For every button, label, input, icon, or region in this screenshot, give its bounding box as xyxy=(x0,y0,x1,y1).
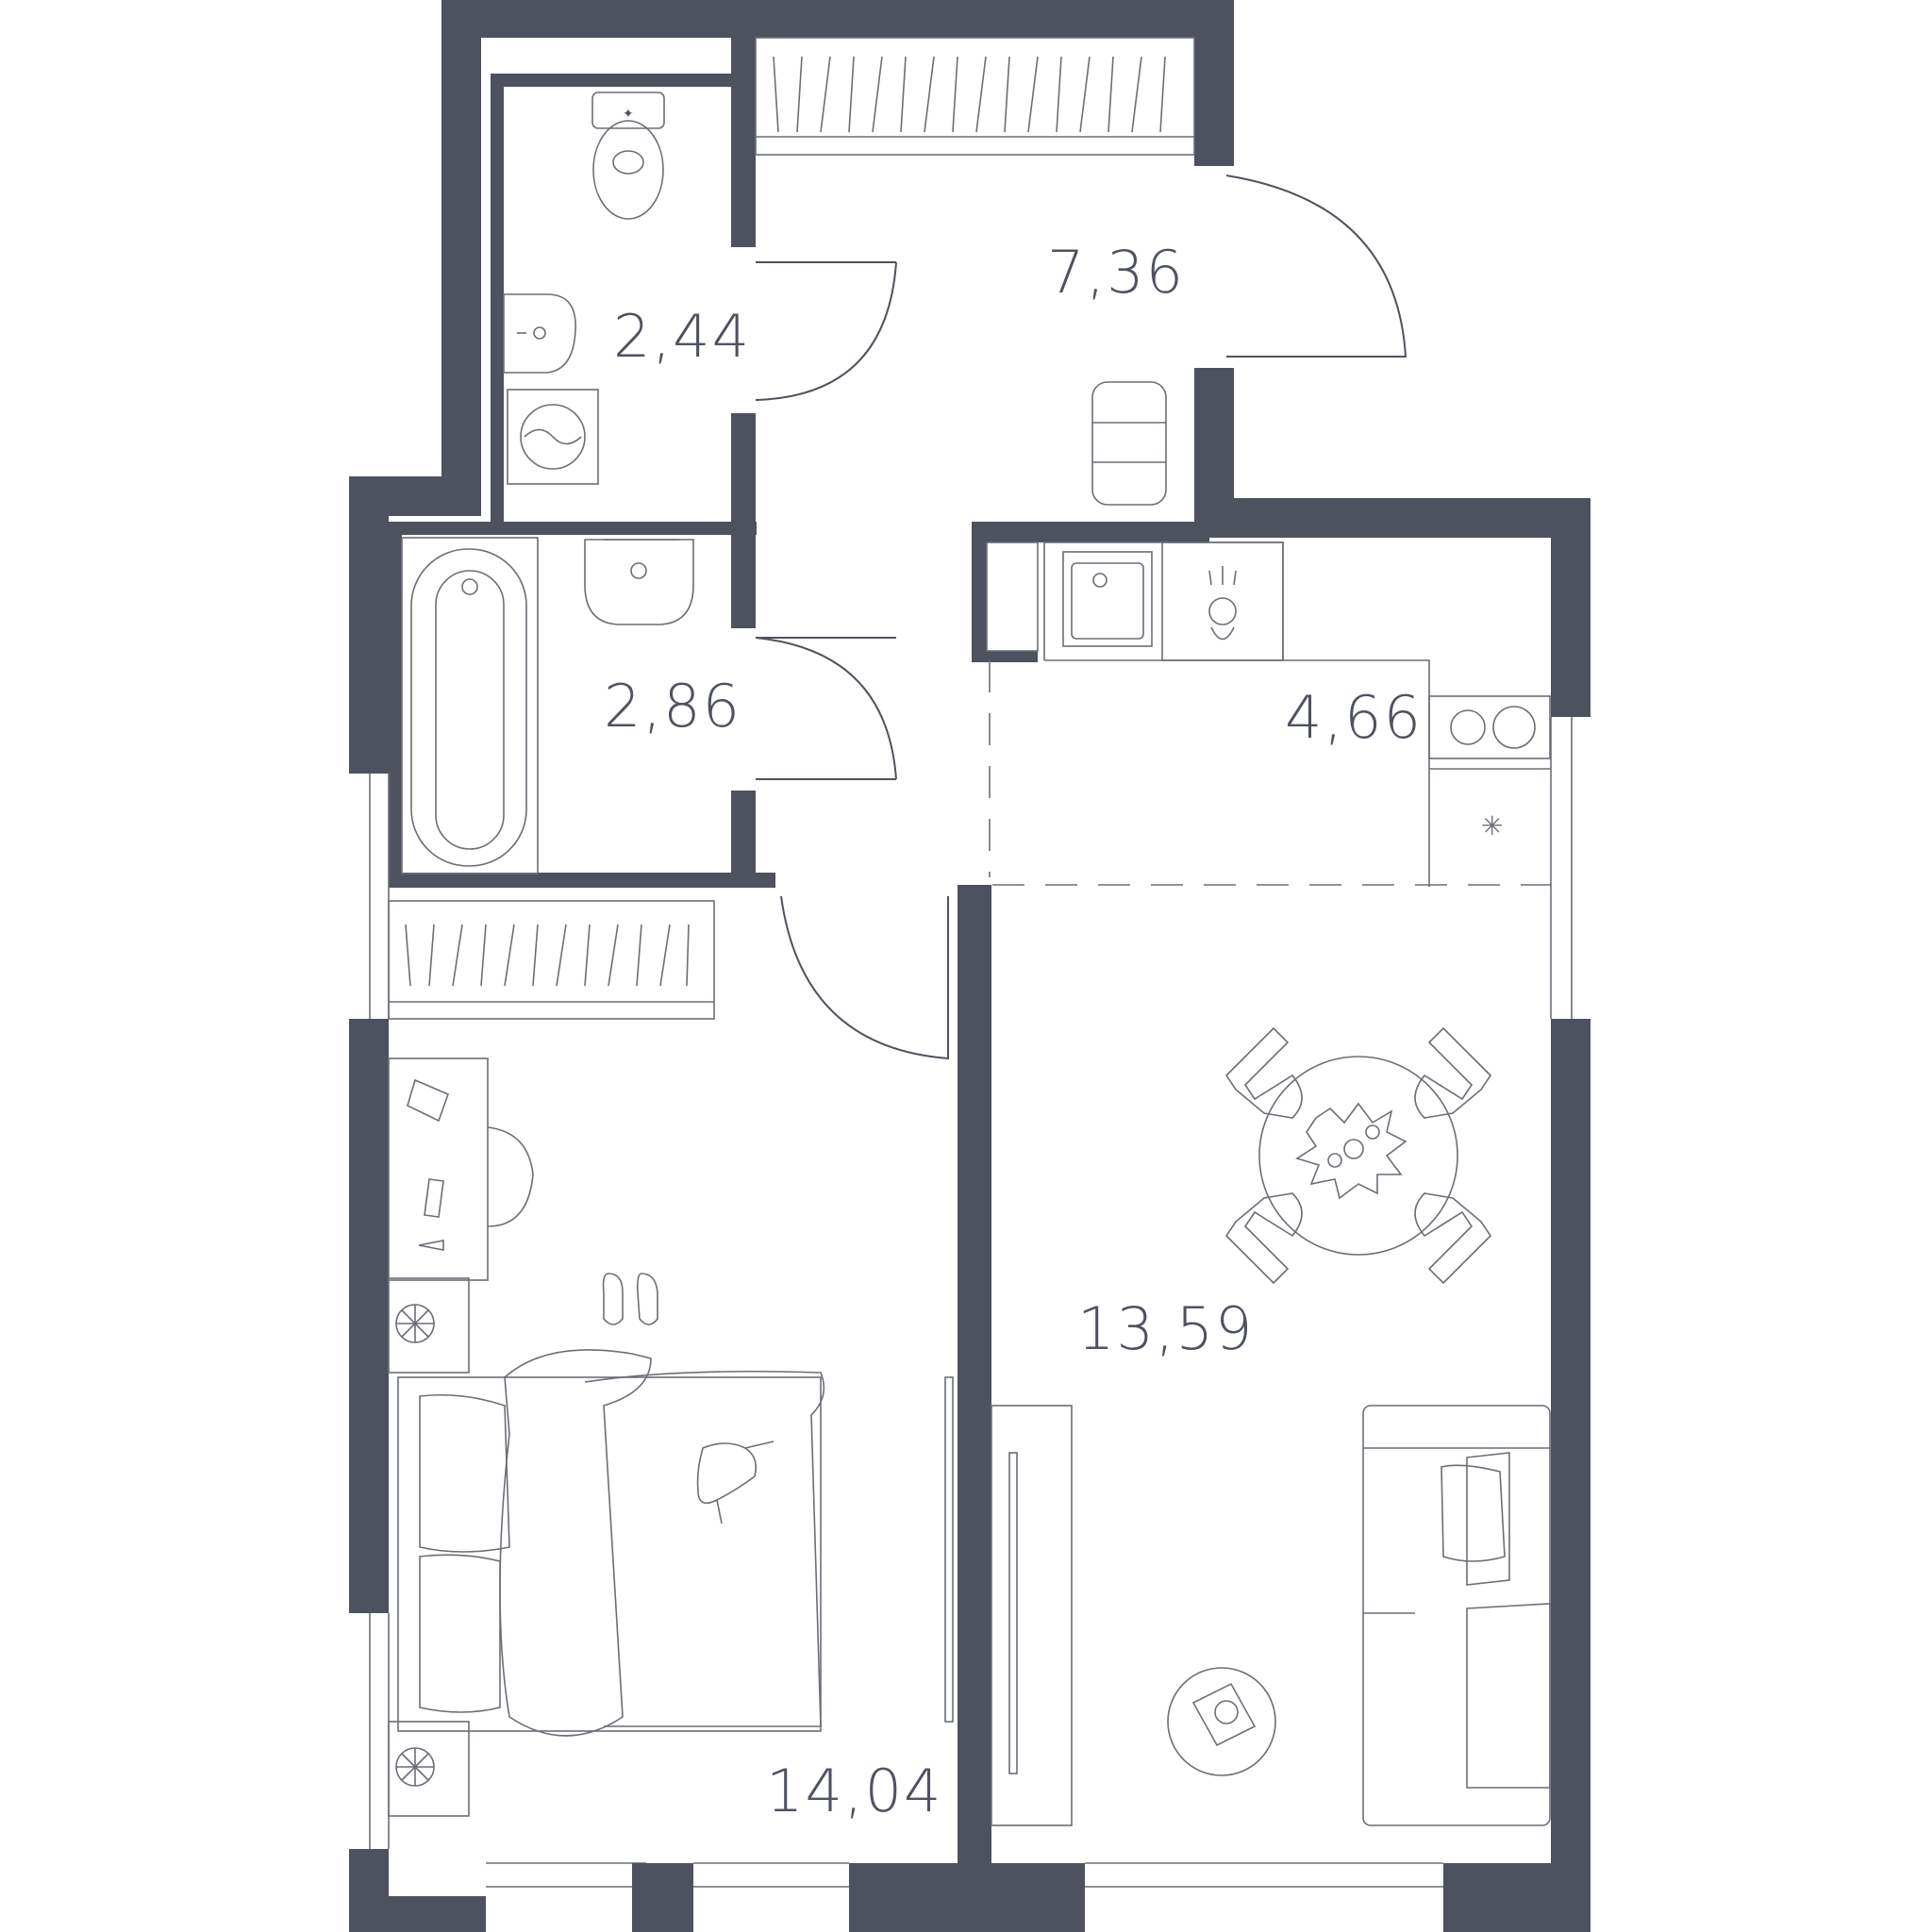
sink-icon xyxy=(584,539,694,625)
faucet-icon xyxy=(1161,541,1284,661)
windows xyxy=(369,717,1591,1932)
mirror-icon xyxy=(944,1376,954,1723)
chair-icon xyxy=(1414,1192,1492,1285)
slippers-icon xyxy=(602,1273,658,1325)
area-label-bedroom: 14,04 xyxy=(766,1757,943,1825)
svg-text:✦: ✦ xyxy=(623,107,634,122)
area-label-living: 13,59 xyxy=(1077,1294,1255,1363)
tv-icon xyxy=(991,1405,1073,1826)
area-label-kitchen: 4,66 xyxy=(1285,683,1423,752)
coffee-table-icon xyxy=(1167,1667,1276,1776)
svg-text:✳: ✳ xyxy=(1481,810,1503,841)
kitchen-niche xyxy=(986,541,1039,652)
washing-machine-icon xyxy=(507,389,599,485)
chair-icon xyxy=(1414,1026,1492,1119)
toilet-icon: ✦ xyxy=(591,92,665,220)
chair-icon xyxy=(1224,1192,1303,1285)
sink-icon xyxy=(503,293,576,374)
bathtub-icon xyxy=(401,537,539,874)
wardrobe-icon xyxy=(755,37,1195,156)
kitchen-sink-icon xyxy=(1062,551,1153,647)
doors xyxy=(755,175,1407,1060)
kitchen-boundary xyxy=(989,660,1551,886)
sofa-icon xyxy=(1362,1405,1551,1826)
walls xyxy=(349,0,1591,1932)
stove-icon xyxy=(1428,695,1551,759)
area-label-bathroom: 2,86 xyxy=(604,672,741,741)
nightstand-icon xyxy=(388,1721,470,1817)
area-labels: 2,44 7,36 2,86 4,66 13,59 14,04 xyxy=(604,238,1423,1825)
desk-icon xyxy=(388,1058,534,1281)
bed-icon xyxy=(397,1349,825,1737)
nightstand-icon xyxy=(388,1277,470,1374)
area-label-toilet: 2,44 xyxy=(613,302,751,371)
fridge-icon: ✳ xyxy=(1481,810,1503,841)
wardrobe-icon xyxy=(388,900,715,1020)
area-label-hallway: 7,36 xyxy=(1047,238,1185,307)
chair-icon xyxy=(1224,1026,1303,1119)
pouf-icon xyxy=(1091,381,1167,506)
dining-table-icon xyxy=(1258,1056,1458,1256)
